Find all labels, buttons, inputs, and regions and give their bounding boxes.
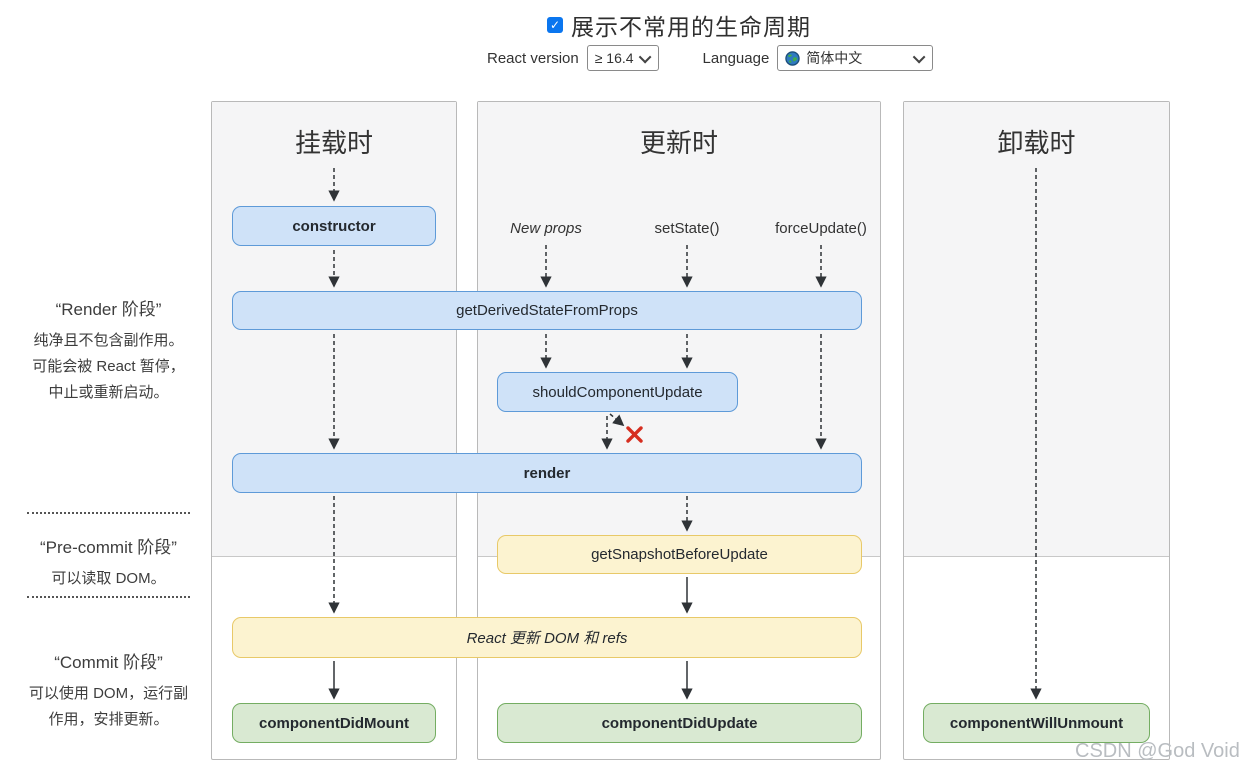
react-updates-dom-box: React 更新 DOM 和 refs [232,617,862,658]
pre-commit-phase-title: “Pre-commit 阶段” [40,538,177,557]
updating-column: 更新时 [477,101,881,760]
language-select[interactable]: 简体中文 [777,45,934,71]
react-version-select[interactable]: ≥ 16.4 [586,45,659,71]
chevron-down-icon [913,50,926,63]
mounting-column: 挂载时 [211,101,457,760]
commit-phase-title: “Commit 阶段” [54,653,163,672]
component-will-unmount-box[interactable]: componentWillUnmount [923,703,1150,743]
new-props-label: New props [510,220,582,237]
unmounting-column: 卸载时 [903,101,1170,760]
page-title: 展示不常用的生命周期 [571,14,811,40]
commit-phase-description: 可以使用 DOM，运行副作用，安排更新。 [28,685,189,728]
chevron-down-icon [638,50,651,63]
get-derived-state-from-props-box[interactable]: getDerivedStateFromProps [232,291,862,330]
show-less-common-checkbox[interactable]: ✓ [547,17,563,33]
get-snapshot-before-update-box[interactable]: getSnapshotBeforeUpdate [497,535,862,574]
react-version-value: ≥ 16.4 [594,50,634,66]
commit-phase-note: “Commit 阶段” 可以使用 DOM，运行副作用，安排更新。 [27,648,190,733]
constructor-box[interactable]: constructor [232,206,436,246]
language-value: 简体中文 [806,50,863,66]
updating-column-title: 更新时 [639,128,718,158]
should-component-update-box[interactable]: shouldComponentUpdate [497,372,738,412]
force-update-label: forceUpdate() [775,220,867,237]
csdn-watermark: CSDN @God Void [1075,740,1240,762]
phase-divider [27,512,190,514]
unmounting-render-phase-section: 卸载时 [904,102,1169,557]
render-phase-description: 纯净且不包含副作用。可能会被 React 暂停，中止或重新启动。 [32,332,185,401]
mounting-column-title: 挂载时 [294,128,373,158]
react-version-label: React version [487,49,579,67]
component-did-mount-box[interactable]: componentDidMount [232,703,436,743]
pre-commit-phase-description: 可以读取 DOM。 [51,570,166,587]
component-did-update-box[interactable]: componentDidUpdate [497,703,862,743]
set-state-label: setState() [654,220,720,237]
language-label: Language [702,49,770,67]
unmounting-column-title: 卸载时 [997,128,1076,158]
header-controls-row: React version ≥ 16.4 Language 简体中文 [487,45,934,71]
render-box[interactable]: render [232,453,862,493]
header-title-row: ✓ 展示不常用的生命周期 [547,8,811,42]
globe-icon [785,50,801,66]
render-phase-note: “Render 阶段” 纯净且不包含副作用。可能会被 React 暂停，中止或重… [27,295,190,406]
phase-divider [27,596,190,598]
render-phase-title: “Render 阶段” [55,300,162,319]
pre-commit-phase-note: “Pre-commit 阶段” 可以读取 DOM。 [27,533,190,592]
